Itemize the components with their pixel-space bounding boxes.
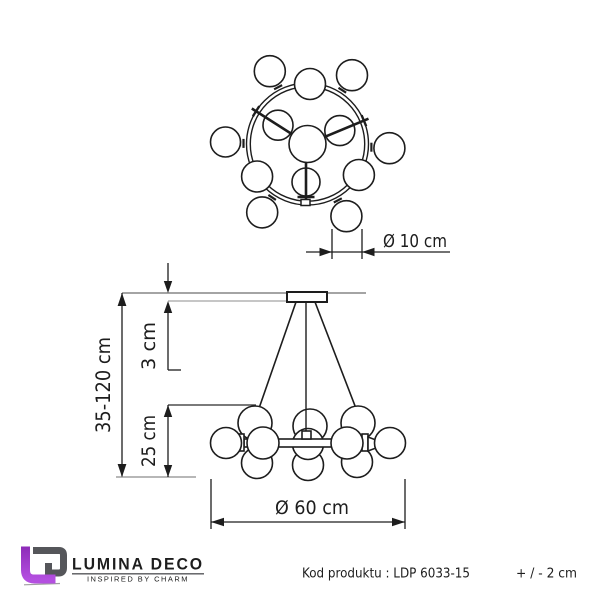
glass-ball xyxy=(245,196,279,229)
brand-tagline: INSPIRED BY CHARM xyxy=(87,574,189,583)
dimension-body-height: 25 cm xyxy=(116,404,256,478)
glass-ball xyxy=(246,426,280,460)
glass-ball xyxy=(209,426,243,460)
total-height-label: 35-120 cm xyxy=(92,337,115,433)
lumina-deco-logo-icon xyxy=(21,546,67,586)
glass-ball xyxy=(330,426,364,460)
glass-ball xyxy=(209,126,242,158)
fixture-diameter-label: Ø 60 cm xyxy=(275,497,349,519)
glass-ball xyxy=(293,67,327,101)
body-height-label: 25 cm xyxy=(138,415,160,467)
ceiling-canopy xyxy=(286,291,328,303)
dimension-total-height: 35-120 cm xyxy=(92,293,127,477)
glass-ball xyxy=(373,426,407,460)
footer: LUMINA DECO INSPIRED BY CHARM Kod produk… xyxy=(21,546,577,586)
product-code-text: Kod produktu : LDP 6033-15 xyxy=(302,567,470,582)
brand-name: LUMINA DECO xyxy=(72,556,204,574)
top-view: Ø 10 cm xyxy=(209,54,450,259)
glass-balls-outer xyxy=(209,54,406,233)
support-arms xyxy=(251,105,369,207)
center-hub-ball xyxy=(288,124,327,164)
canopy-height-label: 3 cm xyxy=(138,322,160,370)
glass-ball xyxy=(342,158,376,192)
ball-diameter-label: Ø 10 cm xyxy=(383,232,447,252)
dimension-ball-diameter: Ø 10 cm xyxy=(306,229,450,259)
dimension-canopy-height: 3 cm xyxy=(138,263,181,371)
side-view: 35-120 cm 3 cm 25 cm Ø 60 cm xyxy=(92,263,407,529)
glass-ball xyxy=(253,54,287,88)
glass-ball xyxy=(240,160,274,193)
glass-ball xyxy=(335,58,369,92)
tolerance-text: + / - 2 cm xyxy=(516,567,577,582)
glass-ball xyxy=(373,131,406,165)
glass-balls-front xyxy=(209,426,407,460)
glass-ball xyxy=(330,199,363,233)
dimension-fixture-diameter: Ø 60 cm xyxy=(210,479,406,529)
glass-balls-on-ring xyxy=(240,67,376,193)
